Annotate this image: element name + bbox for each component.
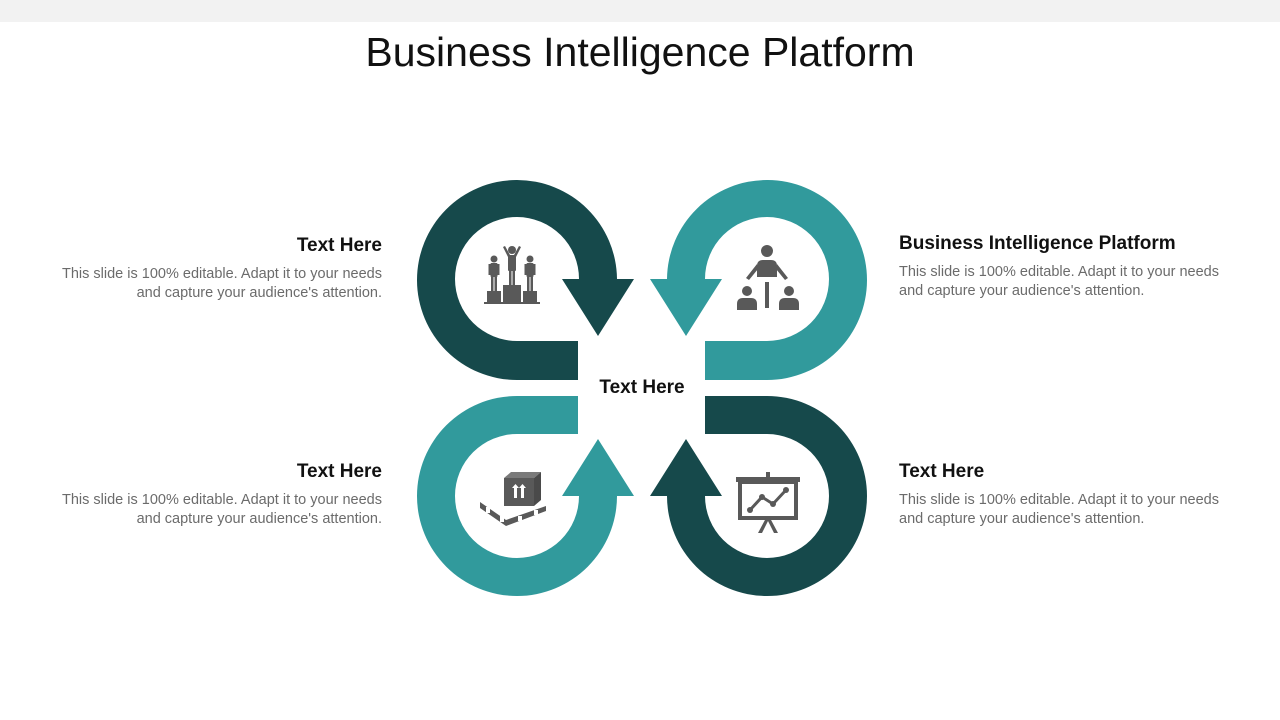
- hierarchy-people-icon: [737, 245, 799, 310]
- block-body: This slide is 100% editable. Adapt it to…: [899, 264, 1219, 299]
- center-label: Text Here: [599, 377, 685, 398]
- loop-bottom-right: [650, 396, 867, 596]
- text-block-bottom-left: Text Here This slide is 100% editable. A…: [52, 460, 382, 529]
- text-block-bottom-right: Text Here This slide is 100% editable. A…: [899, 460, 1229, 529]
- block-heading: Text Here: [899, 461, 985, 482]
- podium-team-icon: [484, 246, 540, 304]
- arrow-bottom-right: [650, 396, 867, 596]
- block-heading: Business Intelligence Platform: [899, 233, 1176, 254]
- arrow-bottom-left: [417, 396, 634, 596]
- text-block-top-left: Text Here This slide is 100% editable. A…: [52, 234, 382, 303]
- arrow-top-right: [650, 180, 867, 380]
- loop-top-left: [417, 180, 634, 380]
- block-heading: Text Here: [296, 461, 382, 482]
- package-pallet-icon: [480, 472, 546, 526]
- slide-title: Business Intelligence Platform: [365, 29, 915, 75]
- text-block-top-right: Business Intelligence Platform This slid…: [899, 232, 1259, 301]
- arrow-top-left: [417, 180, 634, 380]
- block-body: This slide is 100% editable. Adapt it to…: [62, 492, 382, 527]
- top-band: [0, 0, 1280, 22]
- block-heading: Text Here: [296, 235, 382, 256]
- loop-bottom-left: [417, 396, 634, 596]
- block-body: This slide is 100% editable. Adapt it to…: [899, 492, 1219, 527]
- loop-top-right: [650, 180, 867, 380]
- presentation-chart-icon: [736, 472, 800, 533]
- block-body: This slide is 100% editable. Adapt it to…: [62, 266, 382, 301]
